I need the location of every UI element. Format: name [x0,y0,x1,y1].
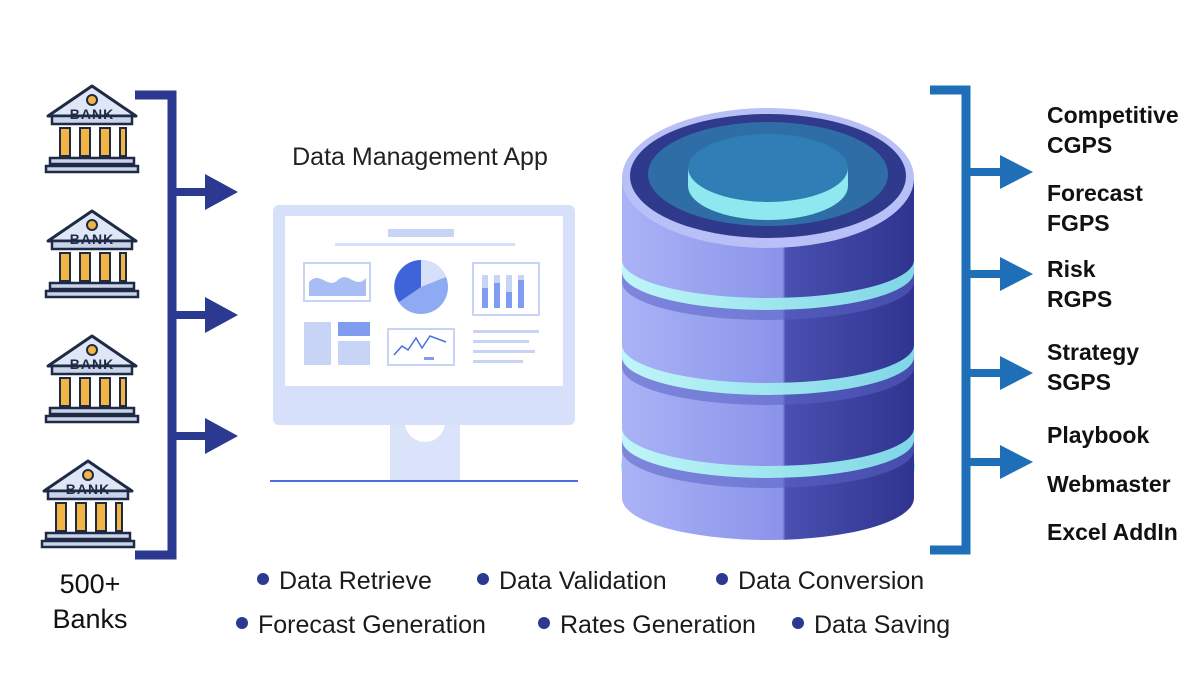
app-title: Data Management App [292,143,548,171]
output-name: Risk [1047,256,1096,282]
bank-icon-4: BANK [40,455,136,549]
bullet-icon [236,617,248,629]
process-label: Data Saving [814,611,951,639]
output-name: Forecast [1047,180,1143,206]
banks-count-label: Banks [52,604,128,634]
output-competitive: Competitive CGPS [1047,100,1179,160]
bank-icon-1: BANK [44,80,140,174]
output-forecast: Forecast FGPS [1047,178,1143,238]
output-name: Excel AddIn [1047,519,1178,545]
process-item: Data Conversion [716,567,924,596]
process-label: Data Retrieve [279,567,432,595]
process-label: Data Conversion [738,567,925,595]
output-name: Playbook [1047,422,1150,448]
bullet-icon [538,617,550,629]
banks-count-number: 500+ [59,569,121,599]
output-code: RGPS [1047,286,1113,312]
bank-icon-2: BANK [44,205,140,299]
output-code: CGPS [1047,132,1113,158]
output-webmaster: Webmaster [1047,469,1171,499]
process-item: Rates Generation [538,611,756,640]
output-risk: Risk RGPS [1047,254,1112,314]
process-item: Data Validation [477,567,667,596]
bank-label: BANK [65,481,111,497]
banks-count: 500+ Banks [40,567,140,637]
process-label: Data Validation [499,567,667,595]
bullet-icon [716,573,728,585]
process-item: Data Saving [792,611,950,640]
bank-label: BANK [69,231,115,247]
bank-label: BANK [69,356,115,372]
bullet-icon [257,573,269,585]
bank-label: BANK [69,106,115,122]
output-name: Strategy [1047,339,1140,365]
process-item: Data Retrieve [257,567,432,596]
bank-icon-3: BANK [44,330,140,424]
output-playbook: Playbook [1047,420,1149,450]
process-label: Rates Generation [560,611,756,639]
output-name: Competitive [1047,102,1179,128]
output-code: FGPS [1047,210,1110,236]
process-item: Forecast Generation [236,611,486,640]
process-label: Forecast Generation [258,611,486,639]
output-name: Webmaster [1047,471,1171,497]
bullet-icon [477,573,489,585]
bullet-icon [792,617,804,629]
output-excel-addin: Excel AddIn [1047,517,1178,547]
output-code: SGPS [1047,369,1111,395]
output-strategy: Strategy SGPS [1047,337,1139,397]
